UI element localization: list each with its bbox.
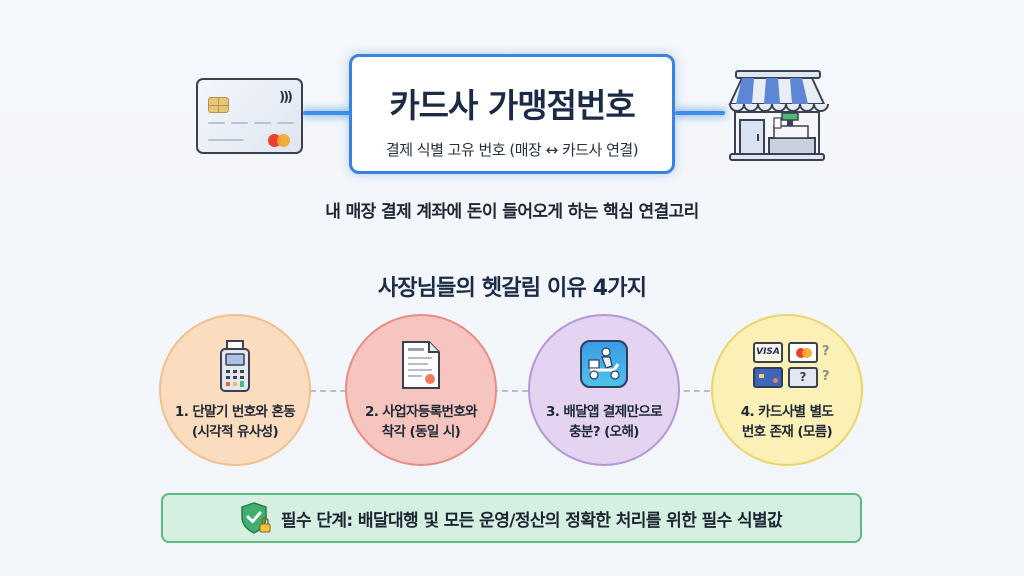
- required-step-banner: 필수 단계: 배달대행 및 모든 운영/정산의 정확한 처리를 위한 필수 식별…: [161, 493, 862, 543]
- credit-card-icon: ))): [196, 78, 303, 154]
- card-number-dash: [231, 122, 248, 124]
- tagline: 내 매장 결제 계좌에 돈이 들어오게 하는 핵심 연결고리: [325, 202, 699, 222]
- reason-text-3: 3. 배달앱 결제만으로 충분? (오해): [538, 402, 670, 442]
- page-title: 카드사 가맹점번호: [389, 86, 635, 125]
- reason-line: 1. 단말기 번호와 혼동: [174, 404, 296, 420]
- card-number-dash: [208, 122, 225, 124]
- reason-text-4: 4. 카드사별 별도 번호 존재 (모름): [721, 402, 853, 442]
- certificate-document-icon: [402, 341, 440, 389]
- shield-check-lock-icon: [241, 502, 271, 534]
- page-subtitle: 결제 식별 고유 번호 (매장 ↔ 카드사 연결): [385, 141, 639, 159]
- storefront-icon: [728, 70, 829, 161]
- reason-line: 충분? (오해): [569, 424, 639, 440]
- card-number-dash: [254, 122, 271, 124]
- banner-text: 필수 단계: 배달대행 및 모든 운영/정산의 정확한 처리를 위한 필수 식별…: [280, 510, 783, 531]
- connector-title-to-store: [675, 111, 725, 115]
- reason-circle-3: 3. 배달앱 결제만으로 충분? (오해): [528, 314, 680, 466]
- title-box: 카드사 가맹점번호 결제 식별 고유 번호 (매장 ↔ 카드사 연결): [349, 54, 675, 174]
- card-brands-icon: VISA ? ? ?: [753, 342, 839, 394]
- contactless-icon: ))): [279, 90, 293, 105]
- reason-line: 3. 배달앱 결제만으로: [545, 404, 663, 420]
- card-number-dash: [277, 122, 294, 124]
- visa-card-icon: VISA: [753, 342, 783, 363]
- chip-icon: [208, 97, 229, 113]
- card-terminal-icon: [220, 340, 250, 392]
- reason-circle-4: VISA ? ? ? 4. 카드사별 별도 번호 존재 (모름): [711, 314, 863, 466]
- reason-line: 2. 사업자등록번호와: [365, 404, 478, 420]
- reason-circle-1: 1. 단말기 번호와 혼동 (시각적 유사성): [159, 314, 311, 466]
- unknown-card-icon: ?: [788, 367, 818, 388]
- question-mark-icon: ?: [822, 369, 830, 384]
- reason-text-2: 2. 사업자등록번호와 착각 (동일 시): [355, 402, 487, 442]
- mastercard-logo-icon: [277, 134, 290, 147]
- question-mark-icon: ?: [822, 344, 830, 359]
- mastercard-card-icon: [788, 342, 818, 363]
- card-name-dash: [208, 139, 244, 141]
- reason-circle-2: 2. 사업자등록번호와 착각 (동일 시): [345, 314, 497, 466]
- reason-text-1: 1. 단말기 번호와 혼동 (시각적 유사성): [169, 402, 301, 442]
- connector-card-to-title: [303, 111, 351, 115]
- reason-line: 번호 존재 (모름): [741, 424, 833, 440]
- reason-line: 4. 카드사별 별도: [740, 404, 834, 420]
- dashed-connector: [310, 390, 720, 392]
- generic-card-icon: [753, 367, 783, 388]
- reason-line: 착각 (동일 시): [381, 424, 461, 440]
- reason-line: (시각적 유사성): [191, 424, 279, 440]
- section-title: 사장님들의 헷갈림 이유 4가지: [377, 276, 647, 301]
- delivery-scooter-icon: [580, 340, 628, 388]
